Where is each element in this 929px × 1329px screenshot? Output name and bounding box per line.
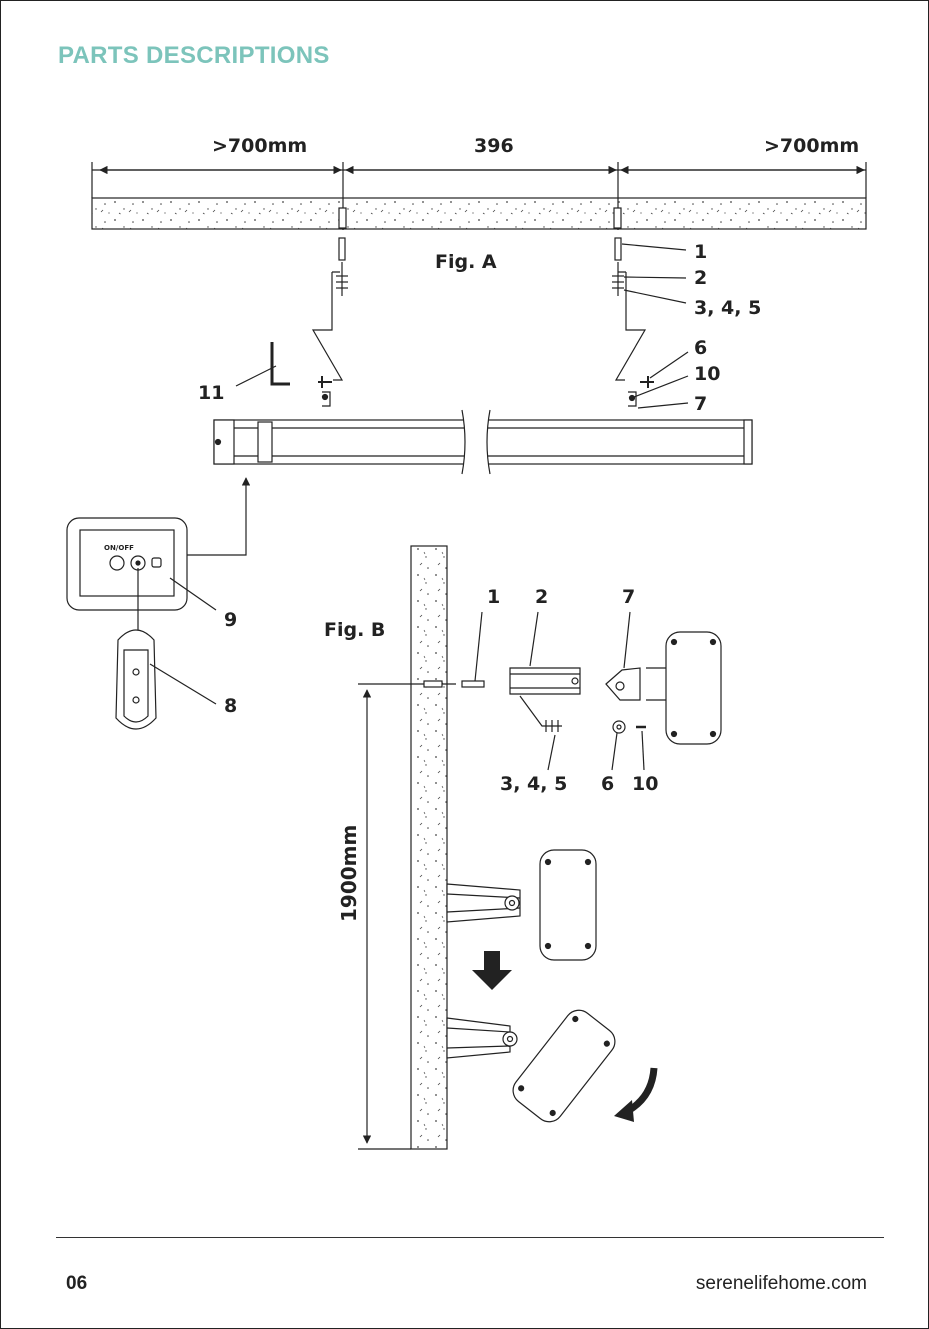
fig-b-callout-1: 1: [487, 586, 500, 608]
fig-b-caption: Fig. B: [324, 619, 385, 641]
dim-left-label: >700mm: [212, 135, 307, 157]
heater-body: [214, 410, 752, 474]
footer-divider: [56, 1237, 884, 1238]
ceiling-slab: [92, 198, 866, 229]
fig-b-callout-2: 2: [535, 586, 548, 608]
fig-b-callout-7: 7: [622, 586, 635, 608]
callout-2: 2: [694, 267, 707, 289]
dim-mid-label: 396: [474, 135, 514, 157]
dim-right-label: >700mm: [764, 135, 859, 157]
mounted-heater-tilted: [447, 1005, 621, 1128]
callout-10: 10: [694, 363, 720, 385]
website-link[interactable]: serenelifehome.com: [696, 1273, 867, 1295]
callout-3-4-5: 3, 4, 5: [694, 297, 761, 319]
wall-section: [411, 546, 447, 1149]
callout-6: 6: [694, 337, 707, 359]
left-bracket: [313, 238, 348, 406]
callout-9: 9: [224, 609, 237, 631]
fig-b-callout-3-4-5: 3, 4, 5: [500, 773, 567, 795]
callout-8: 8: [224, 695, 237, 717]
fig-b-callout-10: 10: [632, 773, 658, 795]
allen-key: [272, 342, 290, 384]
page-number: 06: [66, 1273, 87, 1295]
fig-a-caption: Fig. A: [435, 251, 497, 273]
fig-b: [358, 546, 721, 1149]
fig-b-callout-6: 6: [601, 773, 614, 795]
right-bracket: [612, 238, 654, 406]
mounted-heater-level: [447, 850, 596, 960]
fig-a: [67, 162, 866, 729]
callout-7: 7: [694, 393, 707, 415]
callout-1: 1: [694, 241, 707, 263]
switch-label: ON/OFF: [104, 544, 134, 552]
height-dim-label: 1900mm: [337, 825, 361, 922]
down-arrow-icon: [472, 951, 512, 990]
switch-box: [67, 478, 246, 610]
callout-11: 11: [198, 382, 224, 404]
heater-end-cap: [666, 632, 721, 744]
